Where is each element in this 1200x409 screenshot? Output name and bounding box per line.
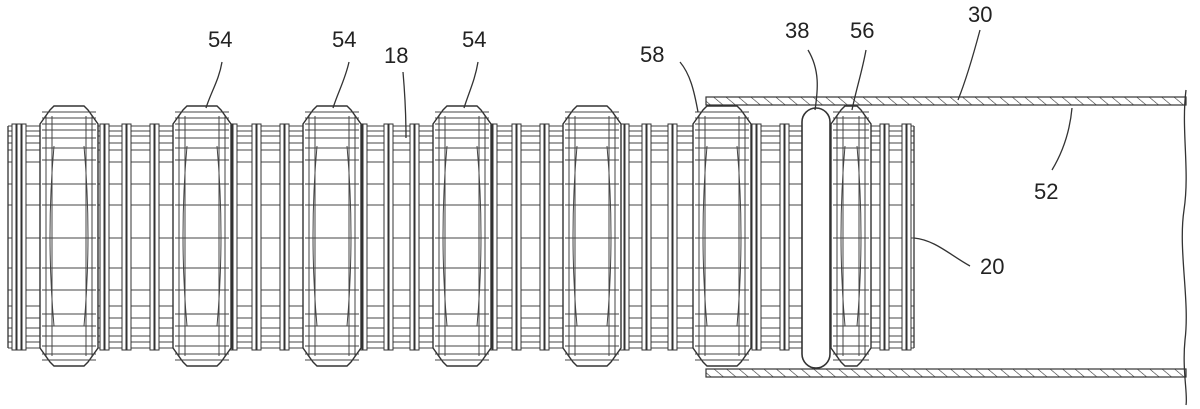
stent-band [830,105,872,367]
stent-band-curve [346,145,352,327]
stent-band-curve [83,145,89,327]
stent-ring [11,123,17,351]
stent-ring [624,123,630,351]
outer-tube [705,89,1188,406]
stent-band-curve [216,145,222,327]
stent-band [692,105,752,367]
outer-tube-top-wall [705,96,1187,106]
outer-tube-break-line [1181,89,1188,406]
stent-ring [99,123,105,351]
stent-ring [362,123,368,351]
label-38: 38 [785,18,809,43]
label-30: 30 [968,2,992,27]
stent-ring [104,123,110,351]
stent-ring [511,123,517,351]
stent-band [172,105,232,367]
stent-ring [414,123,420,351]
stent-ring [884,123,890,351]
stent-band [432,105,492,367]
label-54-a: 54 [208,27,232,52]
balloon-38 [801,107,831,369]
stent-ring [232,123,238,351]
stent-ring [667,123,673,351]
stent-ring [544,123,550,351]
stent-band-curve [572,145,578,327]
stent-ring [121,123,127,351]
stent-ring [641,123,647,351]
label-56: 56 [850,18,874,43]
leader-lines [205,29,1073,267]
stent-ring [251,123,257,351]
stent-band-curve [442,145,448,327]
stent-ring [672,123,678,351]
stent-ring [21,123,27,351]
stent-band [39,105,99,367]
stent-ring [126,123,132,351]
stent-ring [901,123,907,351]
stent-band-curve [476,145,482,327]
label-54-b: 54 [332,27,356,52]
stent-band-curve [312,145,318,327]
stent-ring [256,123,262,351]
stent-ring [409,123,415,351]
label-20: 20 [980,254,1004,279]
stent-ring [154,123,160,351]
stent-band-curve [736,145,742,327]
stent-band-curve [49,145,55,327]
stent-ring [388,123,394,351]
stent-band-curve [606,145,612,327]
label-52: 52 [1034,179,1058,204]
outer-tube-bottom-wall [705,368,1187,378]
stent-body [7,105,915,367]
stent-ring [16,123,22,351]
stent-band-curve [840,145,846,327]
stent-ring [383,123,389,351]
stent-ring [879,123,885,351]
stent-band-curve [182,145,188,327]
label-18: 18 [384,43,408,68]
reference-labels: 54 54 18 54 58 38 56 30 52 20 [208,2,1058,279]
stent-ring [492,123,498,351]
stent-ring [751,123,757,351]
stent-band [562,105,622,367]
stent-ring [279,123,285,351]
stent-band-curve [856,145,862,327]
stent-ring [784,123,790,351]
stent-band-curve [702,145,708,327]
stent-ring [149,123,155,351]
stent-band [302,105,362,367]
label-58: 58 [640,42,664,67]
stent-ring [646,123,652,351]
label-54-c: 54 [462,27,486,52]
stent-ring [539,123,545,351]
stent-ring [756,123,762,351]
stent-ring [516,123,522,351]
stent-ring [284,123,290,351]
stent-ring [906,123,912,351]
stent-ring [779,123,785,351]
